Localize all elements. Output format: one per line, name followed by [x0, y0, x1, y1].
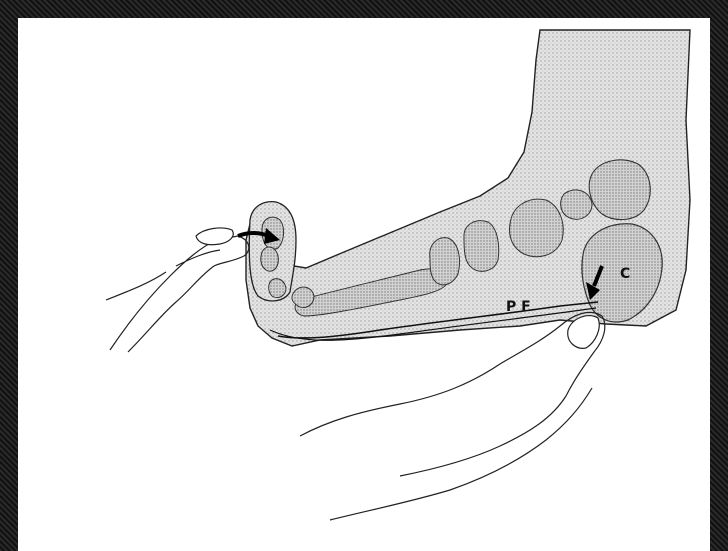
cuneiform-1: [430, 238, 460, 285]
cuneiform-2: [464, 221, 499, 272]
navicular: [510, 199, 564, 257]
toe-phalanx-proximal: [261, 247, 279, 271]
right-hand: [300, 312, 605, 520]
talus-head: [561, 190, 592, 219]
talus: [589, 160, 650, 220]
metatarsal-head: [292, 287, 314, 307]
label-calcaneus: C: [620, 266, 630, 282]
sesamoid: [269, 279, 286, 298]
left-thumbnail: [196, 228, 233, 245]
left-hand: [106, 236, 249, 352]
label-plantar-fascia: P F: [506, 299, 531, 315]
